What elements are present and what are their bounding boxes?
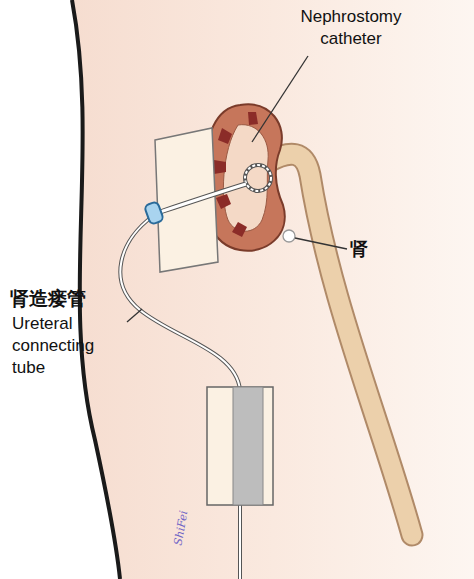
ureter (268, 154, 412, 535)
leader-line (295, 238, 347, 249)
leader-line (127, 309, 142, 322)
part-label: 肾 (350, 238, 380, 261)
ureter-outline (268, 154, 412, 535)
catheter-outline (160, 184, 246, 212)
body-region (72, 0, 474, 579)
dressing (155, 128, 218, 272)
leader-dot (283, 230, 295, 242)
part-label: Ureteral connecting tube (12, 313, 112, 379)
bandage (207, 387, 273, 505)
pigtail-loop-inner (245, 165, 271, 191)
part-label: 肾造瘘管 (10, 287, 120, 312)
leader-line (252, 56, 308, 142)
part-label: Nephrostomy catheter (292, 6, 410, 50)
catheter (160, 184, 246, 212)
pigtail-loop (245, 165, 271, 191)
calyces (214, 112, 258, 237)
connector (144, 201, 164, 225)
bandage-strip (233, 387, 263, 505)
